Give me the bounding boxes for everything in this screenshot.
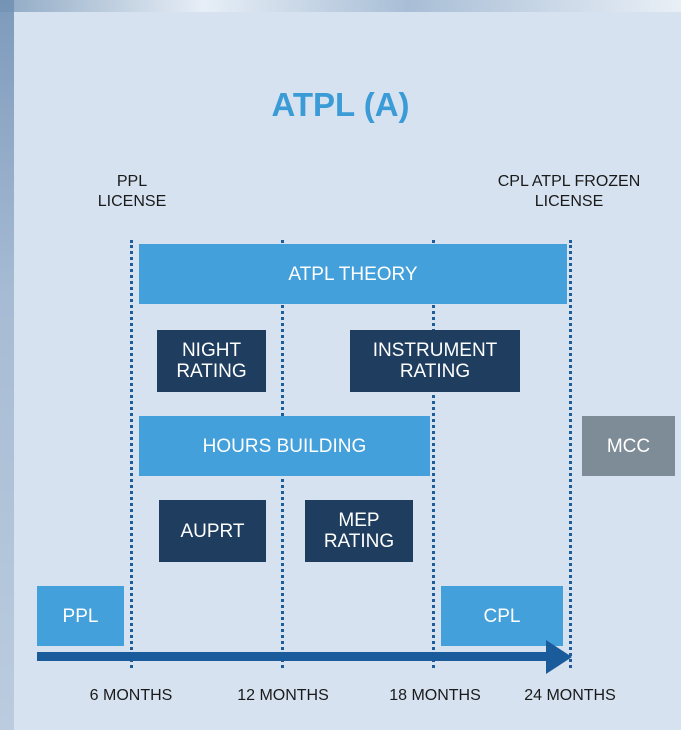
month-label-12: 12 MONTHS [237,687,329,704]
month-label-18: 18 MONTHS [389,687,481,704]
background-photo-strip [0,0,681,12]
guide-18-months [432,240,435,668]
timeline-arrow-shaft [37,652,551,661]
instrument-rating-box: INSTRUMENT RATING [350,330,520,392]
mcc-box: MCC [582,416,675,476]
mep-rating-box: MEP RATING [305,500,413,562]
background-photo-edge [0,0,14,730]
timeline-arrow-head-icon [546,640,572,674]
night-rating-box: NIGHT RATING [157,330,266,392]
milestone-ppl-license: PPL LICENSE [97,173,167,210]
guide-6-months [130,240,133,668]
cpl-box: CPL [441,586,563,646]
guide-24-months [569,240,572,668]
month-label-24: 24 MONTHS [524,687,616,704]
diagram-title: ATPL (A) [271,86,410,123]
auprt-box: AUPRT [159,500,266,562]
month-label-6: 6 MONTHS [89,687,173,704]
ppl-box: PPL [37,586,124,646]
atpl-theory-box: ATPL THEORY [139,244,567,304]
milestone-cpl-atpl-frozen-license: CPL ATPL FROZEN LICENSE [497,173,641,210]
hours-building-box: HOURS BUILDING [139,416,430,476]
